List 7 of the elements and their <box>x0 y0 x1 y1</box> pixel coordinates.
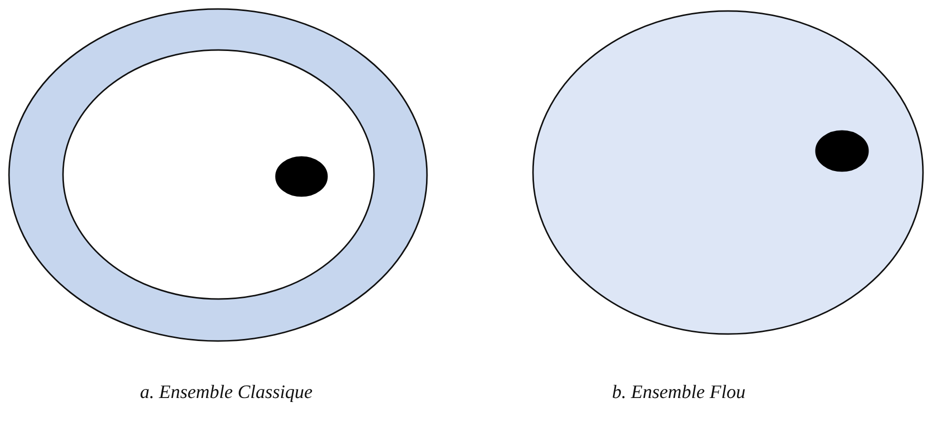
figure-caption: b. Ensemble Flou <box>612 382 746 404</box>
set-ellipse <box>532 10 924 335</box>
dot-marker <box>275 156 328 197</box>
set-ellipse <box>62 49 375 300</box>
figure-caption: a. Ensemble Classique <box>140 382 313 404</box>
dot-marker <box>815 130 869 172</box>
set-ellipse <box>8 8 428 342</box>
